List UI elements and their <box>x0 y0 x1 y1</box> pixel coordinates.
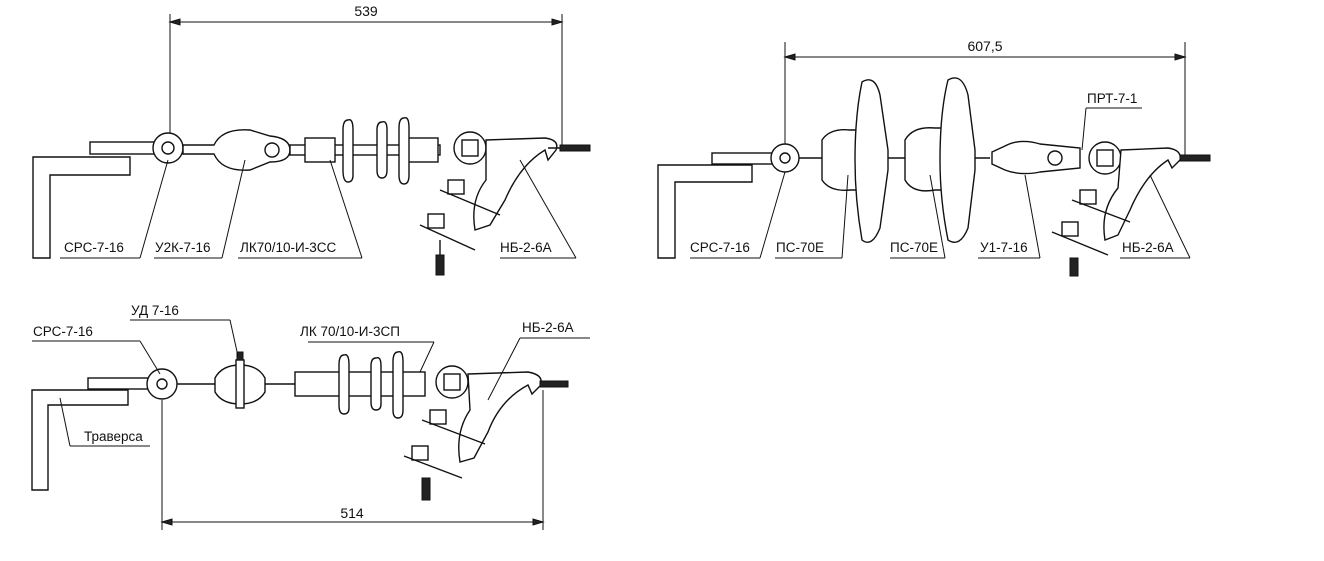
dimension-line-1: 539 <box>168 3 564 150</box>
assembly-2: 607,5 ПРТ-7-1 <box>657 38 1211 277</box>
assembly-3: 514 СРС-7-16 УД 7-16 ЛК 70/10-И-3СП НБ-2… <box>31 303 590 530</box>
dimension-value: 607,5 <box>967 38 1002 54</box>
clamp-bolts <box>403 409 486 501</box>
strain-clamp-nb <box>458 371 542 463</box>
label-insulator: ЛК70/10-И-3СС <box>240 240 336 255</box>
strain-clamp-nb <box>473 137 558 231</box>
label-insulator: ЛК 70/10-И-3СП <box>300 324 400 339</box>
dimension-value: 514 <box>340 505 364 521</box>
label-ps70-2: ПС-70Е <box>890 240 938 255</box>
dimension-line-3: 514 <box>160 390 545 530</box>
label-clamp: НБ-2-6А <box>1122 240 1174 255</box>
label-srs: СРС-7-16 <box>33 324 93 339</box>
crossarm-bracket <box>31 389 129 491</box>
insulator-body <box>294 371 426 397</box>
disc-insulator-2 <box>904 77 976 243</box>
disc-insulator-1 <box>821 79 889 243</box>
crossarm-bracket <box>657 164 753 259</box>
label-srs: СРС-7-16 <box>690 240 750 255</box>
insulator-body <box>289 144 441 156</box>
crossarm-bracket <box>32 156 131 259</box>
dimension-line-2: 607,5 <box>783 38 1187 160</box>
dimension-value: 539 <box>354 3 378 19</box>
coupling-u1 <box>991 140 1081 175</box>
clamp-bolts <box>419 179 501 276</box>
label-u2k: У2К-7-16 <box>155 240 210 255</box>
label-traversa: Траверса <box>84 429 143 444</box>
clamp-bolts <box>1051 189 1131 277</box>
label-ps70-1: ПС-70Е <box>776 240 824 255</box>
label-prt: ПРТ-7-1 <box>1087 91 1137 106</box>
label-clamp: НБ-2-6А <box>500 240 552 255</box>
assembly-1: 539 <box>32 3 591 276</box>
label-srs: СРС-7-16 <box>64 240 124 255</box>
label-ud: УД 7-16 <box>131 303 179 318</box>
label-clamp: НБ-2-6А <box>522 320 574 335</box>
label-u1: У1-7-16 <box>980 240 1028 255</box>
